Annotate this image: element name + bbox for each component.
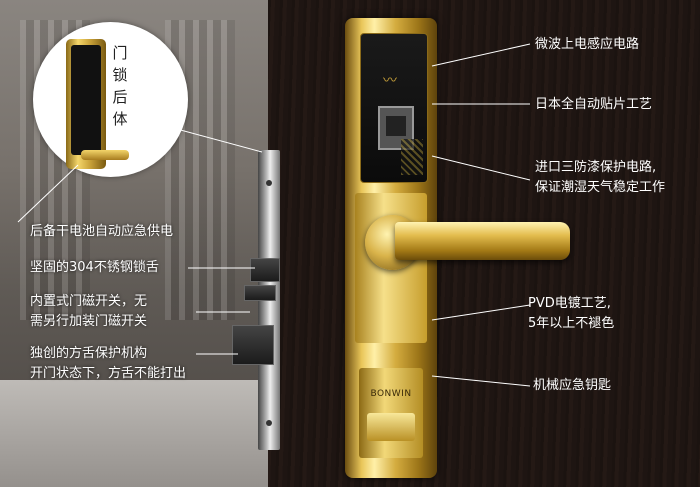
sensor-panel: 〰 — [360, 33, 428, 183]
callout-text: 坚固的304不锈钢锁舌 — [30, 260, 159, 275]
callout-deadbolt: 独创的方舌保护机构 开门状态下，方舌不能打出 — [30, 344, 186, 384]
bed — [0, 380, 268, 487]
callout-text: 微波上电感应电路 — [535, 37, 640, 52]
screw-hole — [266, 180, 272, 186]
callout-text: 后备干电池自动应急供电 — [30, 224, 174, 239]
screw-hole — [266, 420, 272, 426]
callout-coating: 进口三防漆保护电路, 保证潮湿天气稳定工作 — [535, 158, 665, 198]
callout-text: 机械应急钥匙 — [533, 378, 612, 393]
callout-text: 独创的方舌保护机构 — [30, 346, 148, 361]
callout-battery: 后备干电池自动应急供电 — [30, 222, 173, 242]
bird-logo-icon: 〰 — [383, 73, 397, 89]
back-handle — [81, 150, 129, 160]
callout-key: 机械应急钥匙 — [533, 376, 611, 396]
callout-text: 开门状态下，方舌不能打出 — [30, 366, 187, 381]
chip-icon — [378, 106, 414, 150]
callout-text: 5年以上不褪色 — [528, 316, 615, 331]
inset-label-char: 门 — [112, 44, 128, 62]
latch-bolt — [250, 258, 280, 282]
brand-label: BONWIN — [370, 389, 412, 399]
inset-label-char: 体 — [112, 110, 128, 128]
callout-pvd: PVD电镀工艺, 5年以上不褪色 — [528, 294, 614, 334]
inset-label: 门 锁 后 体 — [110, 42, 130, 130]
circuit-board — [401, 139, 423, 175]
inset-label-char: 锁 — [112, 66, 128, 84]
callout-text: 日本全自动贴片工艺 — [535, 97, 653, 112]
callout-smt: 日本全自动贴片工艺 — [535, 95, 652, 115]
inset-label-char: 后 — [112, 88, 128, 106]
back-panel-cover — [71, 45, 101, 155]
callout-text: 内置式门磁开关，无 — [30, 294, 148, 309]
lever-handle — [395, 222, 570, 260]
callout-magnet: 内置式门磁开关，无 需另行加装门磁开关 — [30, 292, 147, 332]
deadbolt — [232, 325, 274, 365]
key-cover — [367, 413, 415, 441]
callout-text: 需另行加装门磁开关 — [30, 314, 148, 329]
key-cover-section: BONWIN — [359, 368, 423, 458]
callout-bolt: 坚固的304不锈钢锁舌 — [30, 258, 159, 278]
back-panel-image — [66, 39, 106, 169]
callout-text: 进口三防漆保护电路, — [535, 160, 657, 175]
callout-text: 保证潮湿天气稳定工作 — [535, 180, 666, 195]
callout-text: PVD电镀工艺, — [528, 296, 611, 311]
callout-microwave: 微波上电感应电路 — [535, 35, 639, 55]
magnetic-switch — [244, 285, 276, 301]
